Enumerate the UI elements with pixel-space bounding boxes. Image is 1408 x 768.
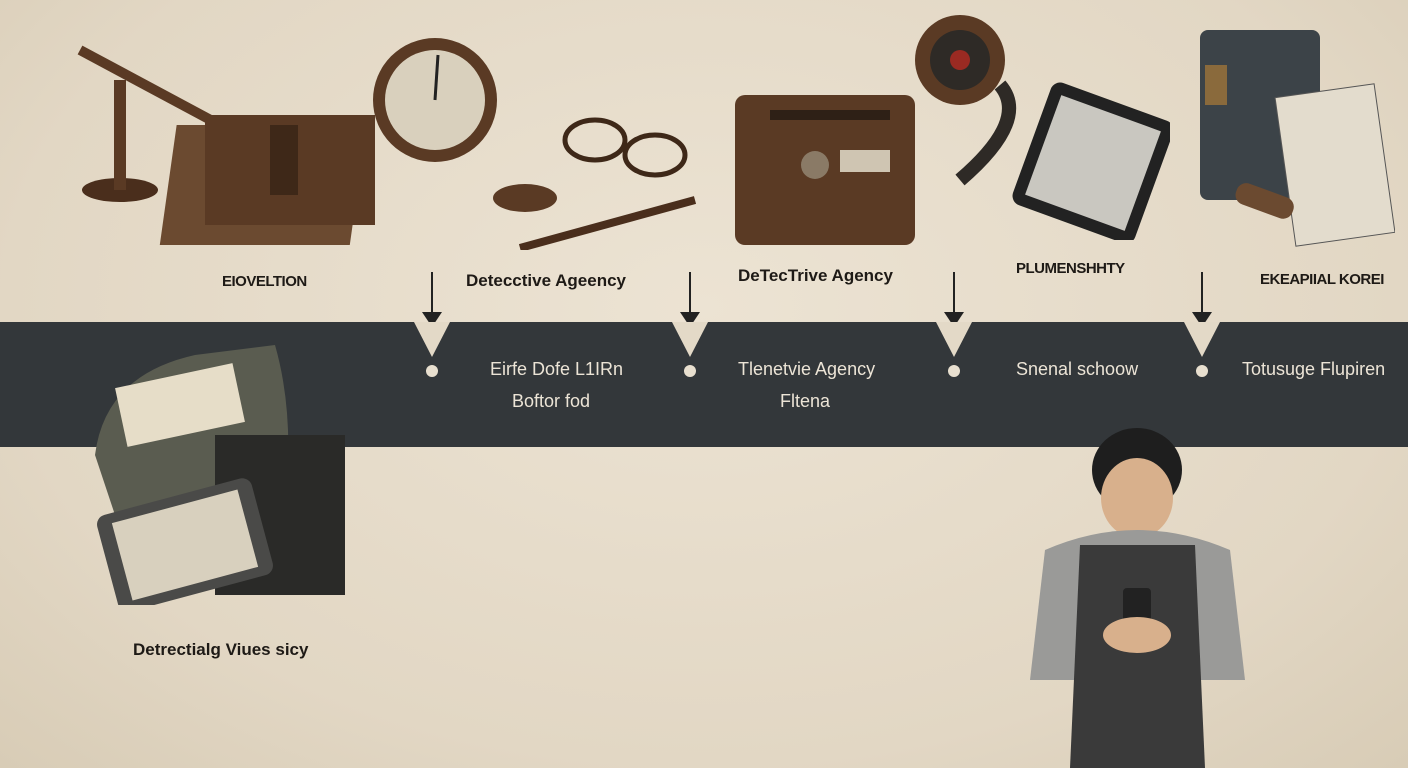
timeline-entry-1-title: Eirfe Dofe L1IRn — [490, 359, 624, 379]
lamp-and-journal-illustration — [77, 45, 375, 245]
arrow-down-icon — [672, 272, 708, 357]
arrow-down-icon — [1184, 272, 1220, 357]
timeline-dot — [1196, 365, 1208, 377]
student-with-phone-illustration — [1030, 428, 1245, 768]
safe-and-poster-illustration — [1200, 30, 1395, 247]
timeline-entry-1-subtitle: Boftor fod — [512, 391, 591, 411]
item-label-3: DeTecTrive Agency — [738, 266, 893, 285]
item-label-2: Detecctive Ageency — [466, 271, 627, 290]
timeline-entry-3-title: Snenal schoow — [1016, 359, 1139, 379]
bottom-item-label: Detrectialg Viues sicy — [133, 640, 309, 659]
clock-glasses-pen-illustration — [373, 38, 697, 250]
timeline-entry-2-title: Tlenetvie Agency — [738, 359, 876, 379]
item-label-5: EKEAPIIAL KOREI — [1260, 271, 1384, 288]
item-label-1: EIOVELTION — [222, 273, 307, 290]
timeline-entry-2-subtitle: Fltena — [780, 391, 831, 411]
briefcase-illustration — [735, 95, 915, 245]
item-label-4: PLUMENSHHTY — [1016, 260, 1125, 277]
arrow-down-icon — [936, 272, 972, 357]
timeline-dot — [948, 365, 960, 377]
timeline-dot — [684, 365, 696, 377]
arrow-down-icon — [414, 272, 450, 357]
bag-and-tablet-illustration — [95, 345, 345, 605]
timeline-entry-4-title: Totusuge Flupiren — [1242, 359, 1386, 379]
rotary-phone-and-smartphone-illustration — [915, 15, 1170, 240]
timeline-dot — [426, 365, 438, 377]
